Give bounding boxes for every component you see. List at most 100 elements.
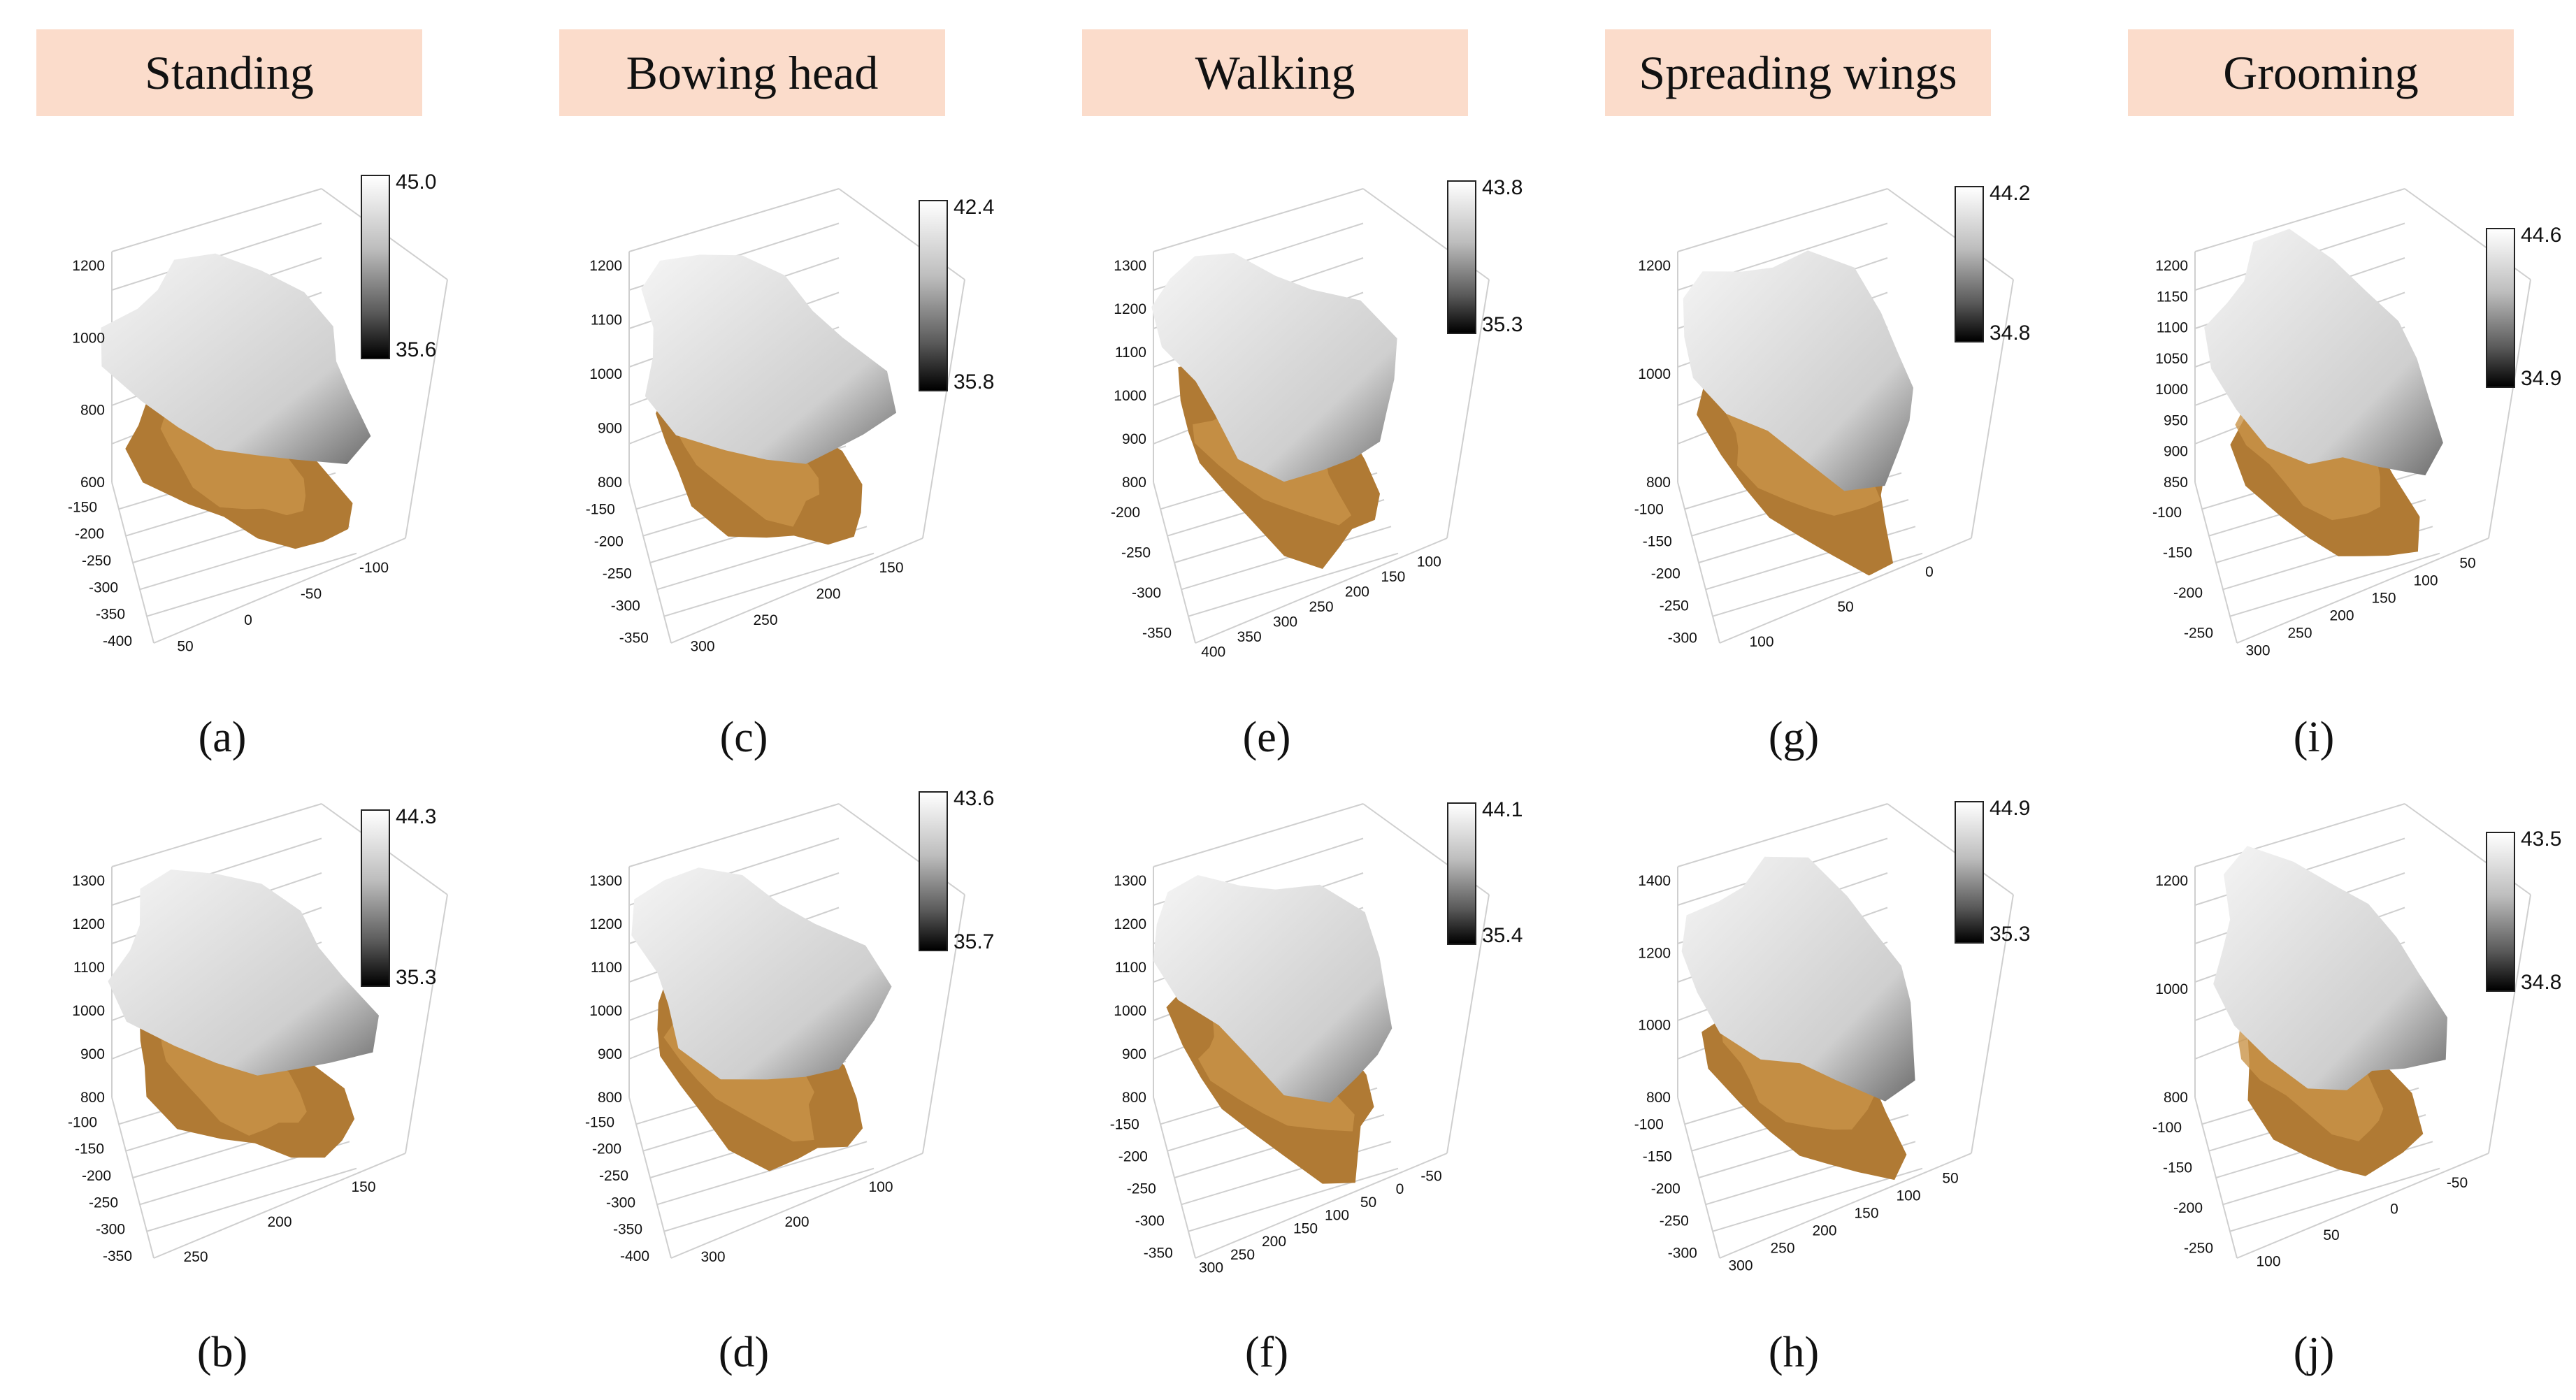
colorbar-max-label: 42.4 [954, 196, 995, 219]
y-tick-label: -100 [1634, 1116, 1664, 1132]
y-tick-label: -150 [2163, 545, 2192, 561]
z-tick-label: 1100 [1115, 345, 1146, 361]
y-tick-label: -300 [606, 1195, 635, 1211]
x-tick-label: 100 [1325, 1208, 1349, 1224]
panel-caption: (c) [719, 714, 768, 761]
y-tick-label: -150 [2163, 1160, 2192, 1176]
z-tick-label: 900 [1122, 1046, 1146, 1062]
thermal-surface [108, 869, 379, 1076]
z-tick-label: 800 [598, 475, 622, 491]
x-tick-label: 50 [2323, 1227, 2339, 1243]
y-tick-label: -200 [75, 526, 104, 542]
z-tick-label: 1000 [72, 1003, 105, 1019]
colorbar-min-label: 34.8 [2521, 971, 2562, 994]
x-tick-label: 350 [1237, 629, 1262, 645]
z-tick-label: 800 [1122, 475, 1146, 491]
x-tick-label: 200 [1345, 584, 1369, 600]
z-tick-label: 1100 [2157, 320, 2188, 336]
y-tick-label: -100 [2152, 505, 2182, 521]
header-grooming: Grooming [2128, 29, 2514, 116]
z-tick-label: 1300 [1114, 258, 1146, 274]
x-tick-label: 150 [1854, 1206, 1878, 1222]
y-tick-label: -250 [2184, 626, 2213, 642]
colorbar-min-label: 34.9 [2521, 367, 2562, 390]
colorbar-max-label: 43.8 [1482, 176, 1523, 199]
y-tick-label: -300 [89, 579, 118, 596]
z-tick-label: 800 [2164, 1090, 2188, 1106]
header-walking: Walking [1082, 29, 1468, 116]
z-tick-label: 1000 [1638, 366, 1671, 382]
panel-caption: (d) [718, 1329, 770, 1376]
x-tick-label: 50 [1837, 599, 1853, 615]
z-tick-label: 800 [598, 1090, 622, 1106]
panel-caption: (e) [1242, 714, 1291, 761]
thermal-3d-plot: 140012001000800-100-150-200-250-30030025… [1634, 803, 2014, 1274]
x-tick-label: 300 [690, 638, 714, 654]
y-tick-label: -350 [96, 607, 125, 623]
x-tick-label: 150 [1381, 569, 1405, 585]
x-tick-label: 300 [1199, 1260, 1223, 1276]
colorbar-max-label: 44.2 [1989, 182, 2031, 205]
colorbar-min-label: 35.3 [1989, 923, 2031, 946]
colorbar [2486, 228, 2515, 388]
y-tick-label: -100 [1634, 501, 1664, 517]
x-tick-label: 300 [700, 1249, 725, 1265]
x-tick-label: -50 [1420, 1168, 1441, 1184]
thermal-surface [1151, 253, 1397, 482]
z-tick-label: 1000 [1114, 388, 1146, 404]
y-tick-label: -200 [2173, 585, 2203, 601]
header-standing: Standing [36, 29, 422, 116]
z-tick-label: 1100 [1115, 960, 1146, 976]
z-tick-label: 800 [1646, 475, 1671, 491]
z-tick-label: 950 [2164, 412, 2188, 428]
x-tick-label: 100 [2256, 1253, 2280, 1269]
x-tick-label: 250 [2287, 626, 2312, 642]
colorbar [1447, 180, 1476, 334]
z-tick-label: 1200 [1114, 301, 1146, 317]
colorbar-min-label: 35.6 [396, 338, 437, 361]
z-tick-label: 1000 [1114, 1003, 1146, 1019]
x-tick-label: 100 [868, 1179, 893, 1195]
z-tick-label: 1200 [72, 258, 105, 274]
y-tick-label: -350 [1142, 626, 1172, 642]
x-tick-label: 200 [816, 586, 840, 602]
x-tick-label: 0 [1925, 564, 1934, 580]
y-tick-label: -250 [1127, 1181, 1156, 1197]
x-tick-label: 50 [2459, 556, 2475, 572]
thermal-3d-plot: 1300120011001000900800-100-150-200-250-3… [68, 803, 448, 1265]
panel-caption: (a) [198, 714, 247, 761]
x-tick-label: 100 [2413, 573, 2438, 589]
z-tick-label: 1000 [589, 1003, 622, 1019]
y-tick-label: -250 [2184, 1241, 2213, 1257]
z-tick-label: 1200 [2155, 258, 2188, 274]
z-tick-label: 1000 [72, 330, 105, 346]
y-tick-label: -300 [1668, 630, 1697, 646]
z-tick-label: 900 [2164, 444, 2188, 460]
x-tick-label: 50 [1942, 1171, 1958, 1187]
y-tick-label: -250 [82, 553, 111, 569]
z-tick-label: 1200 [1114, 916, 1146, 932]
colorbar-min-label: 35.3 [396, 966, 437, 989]
x-tick-label: 50 [177, 638, 193, 654]
colorbar [919, 200, 948, 391]
x-tick-label: 100 [1749, 634, 1773, 650]
z-tick-label: 1300 [72, 873, 105, 889]
y-tick-label: -300 [611, 598, 640, 614]
thermal-surface [2213, 846, 2447, 1090]
y-tick-label: -150 [68, 499, 97, 515]
colorbar-max-label: 44.9 [1989, 797, 2031, 820]
z-tick-label: 1200 [1638, 258, 1671, 274]
thermal-surface [1153, 875, 1393, 1103]
colorbar-min-label: 35.3 [1482, 313, 1523, 336]
thermal-3d-plot: 1300120011001000900800-150-200-250-300-3… [1110, 803, 1490, 1276]
x-tick-label: 100 [1896, 1188, 1920, 1204]
y-tick-label: -200 [1651, 565, 1681, 582]
y-tick-label: -150 [1643, 1148, 1672, 1164]
